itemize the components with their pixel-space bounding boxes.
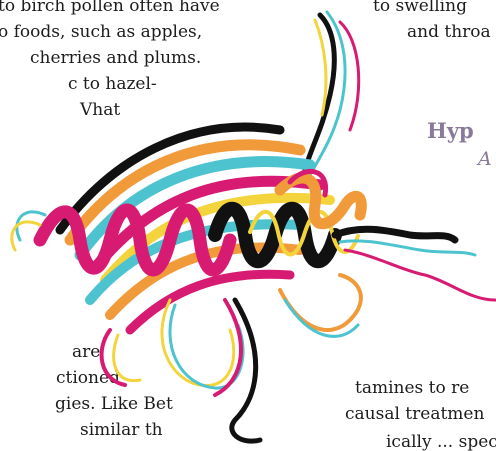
protein-structure-figure (0, 0, 496, 451)
document-page: to birch pollen often have o foods, such… (0, 0, 496, 451)
